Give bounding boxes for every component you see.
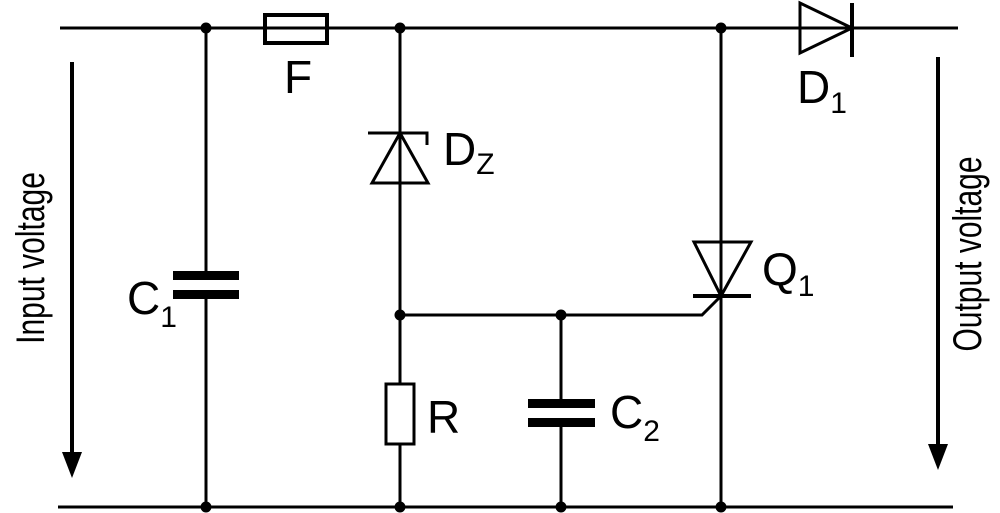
capacitor-c1-symbol — [173, 271, 239, 299]
resistor-symbol — [384, 382, 416, 446]
output-voltage-arrow — [928, 57, 948, 470]
junction-dot — [715, 501, 727, 513]
capacitor-c2-symbol — [528, 399, 595, 427]
resistor-label: R — [427, 391, 460, 443]
zener-triangle — [369, 129, 431, 185]
junction-dot — [394, 309, 406, 321]
diode-label: D1 — [797, 61, 847, 120]
zener-label: DZ — [443, 123, 495, 181]
junction-dot — [394, 22, 406, 34]
zener-cathode-bar — [368, 131, 429, 145]
fuse-symbol — [263, 13, 329, 45]
gate-wire — [400, 294, 723, 317]
c1-bottom-plate — [173, 290, 239, 299]
c2-label: C2 — [610, 386, 660, 448]
input-arrow-head — [62, 452, 82, 478]
input-voltage-label: Input voltage — [9, 172, 53, 344]
junction-dot — [555, 309, 567, 321]
output-arrow-head — [928, 444, 948, 470]
zener-diode-symbol — [368, 129, 431, 185]
c1-top-plate — [173, 271, 239, 280]
diode-d1-symbol — [798, 0, 856, 57]
thyristor-triangle — [691, 240, 754, 300]
junction-dot — [200, 501, 212, 513]
thyristor-label: Q1 — [762, 243, 814, 303]
c2-bottom-plate — [528, 418, 595, 427]
fuse-label: F — [284, 51, 312, 103]
input-voltage-arrow — [62, 62, 82, 478]
junction-dot — [394, 501, 406, 513]
output-voltage-label: Output voltage — [946, 156, 990, 351]
thyristor-symbol — [691, 240, 754, 300]
c2-top-plate — [528, 399, 595, 408]
c1-label: C1 — [127, 272, 177, 334]
junction-dot — [200, 22, 212, 34]
junction-dot — [715, 22, 727, 34]
diode-triangle — [798, 0, 856, 56]
junction-dot — [555, 501, 567, 513]
